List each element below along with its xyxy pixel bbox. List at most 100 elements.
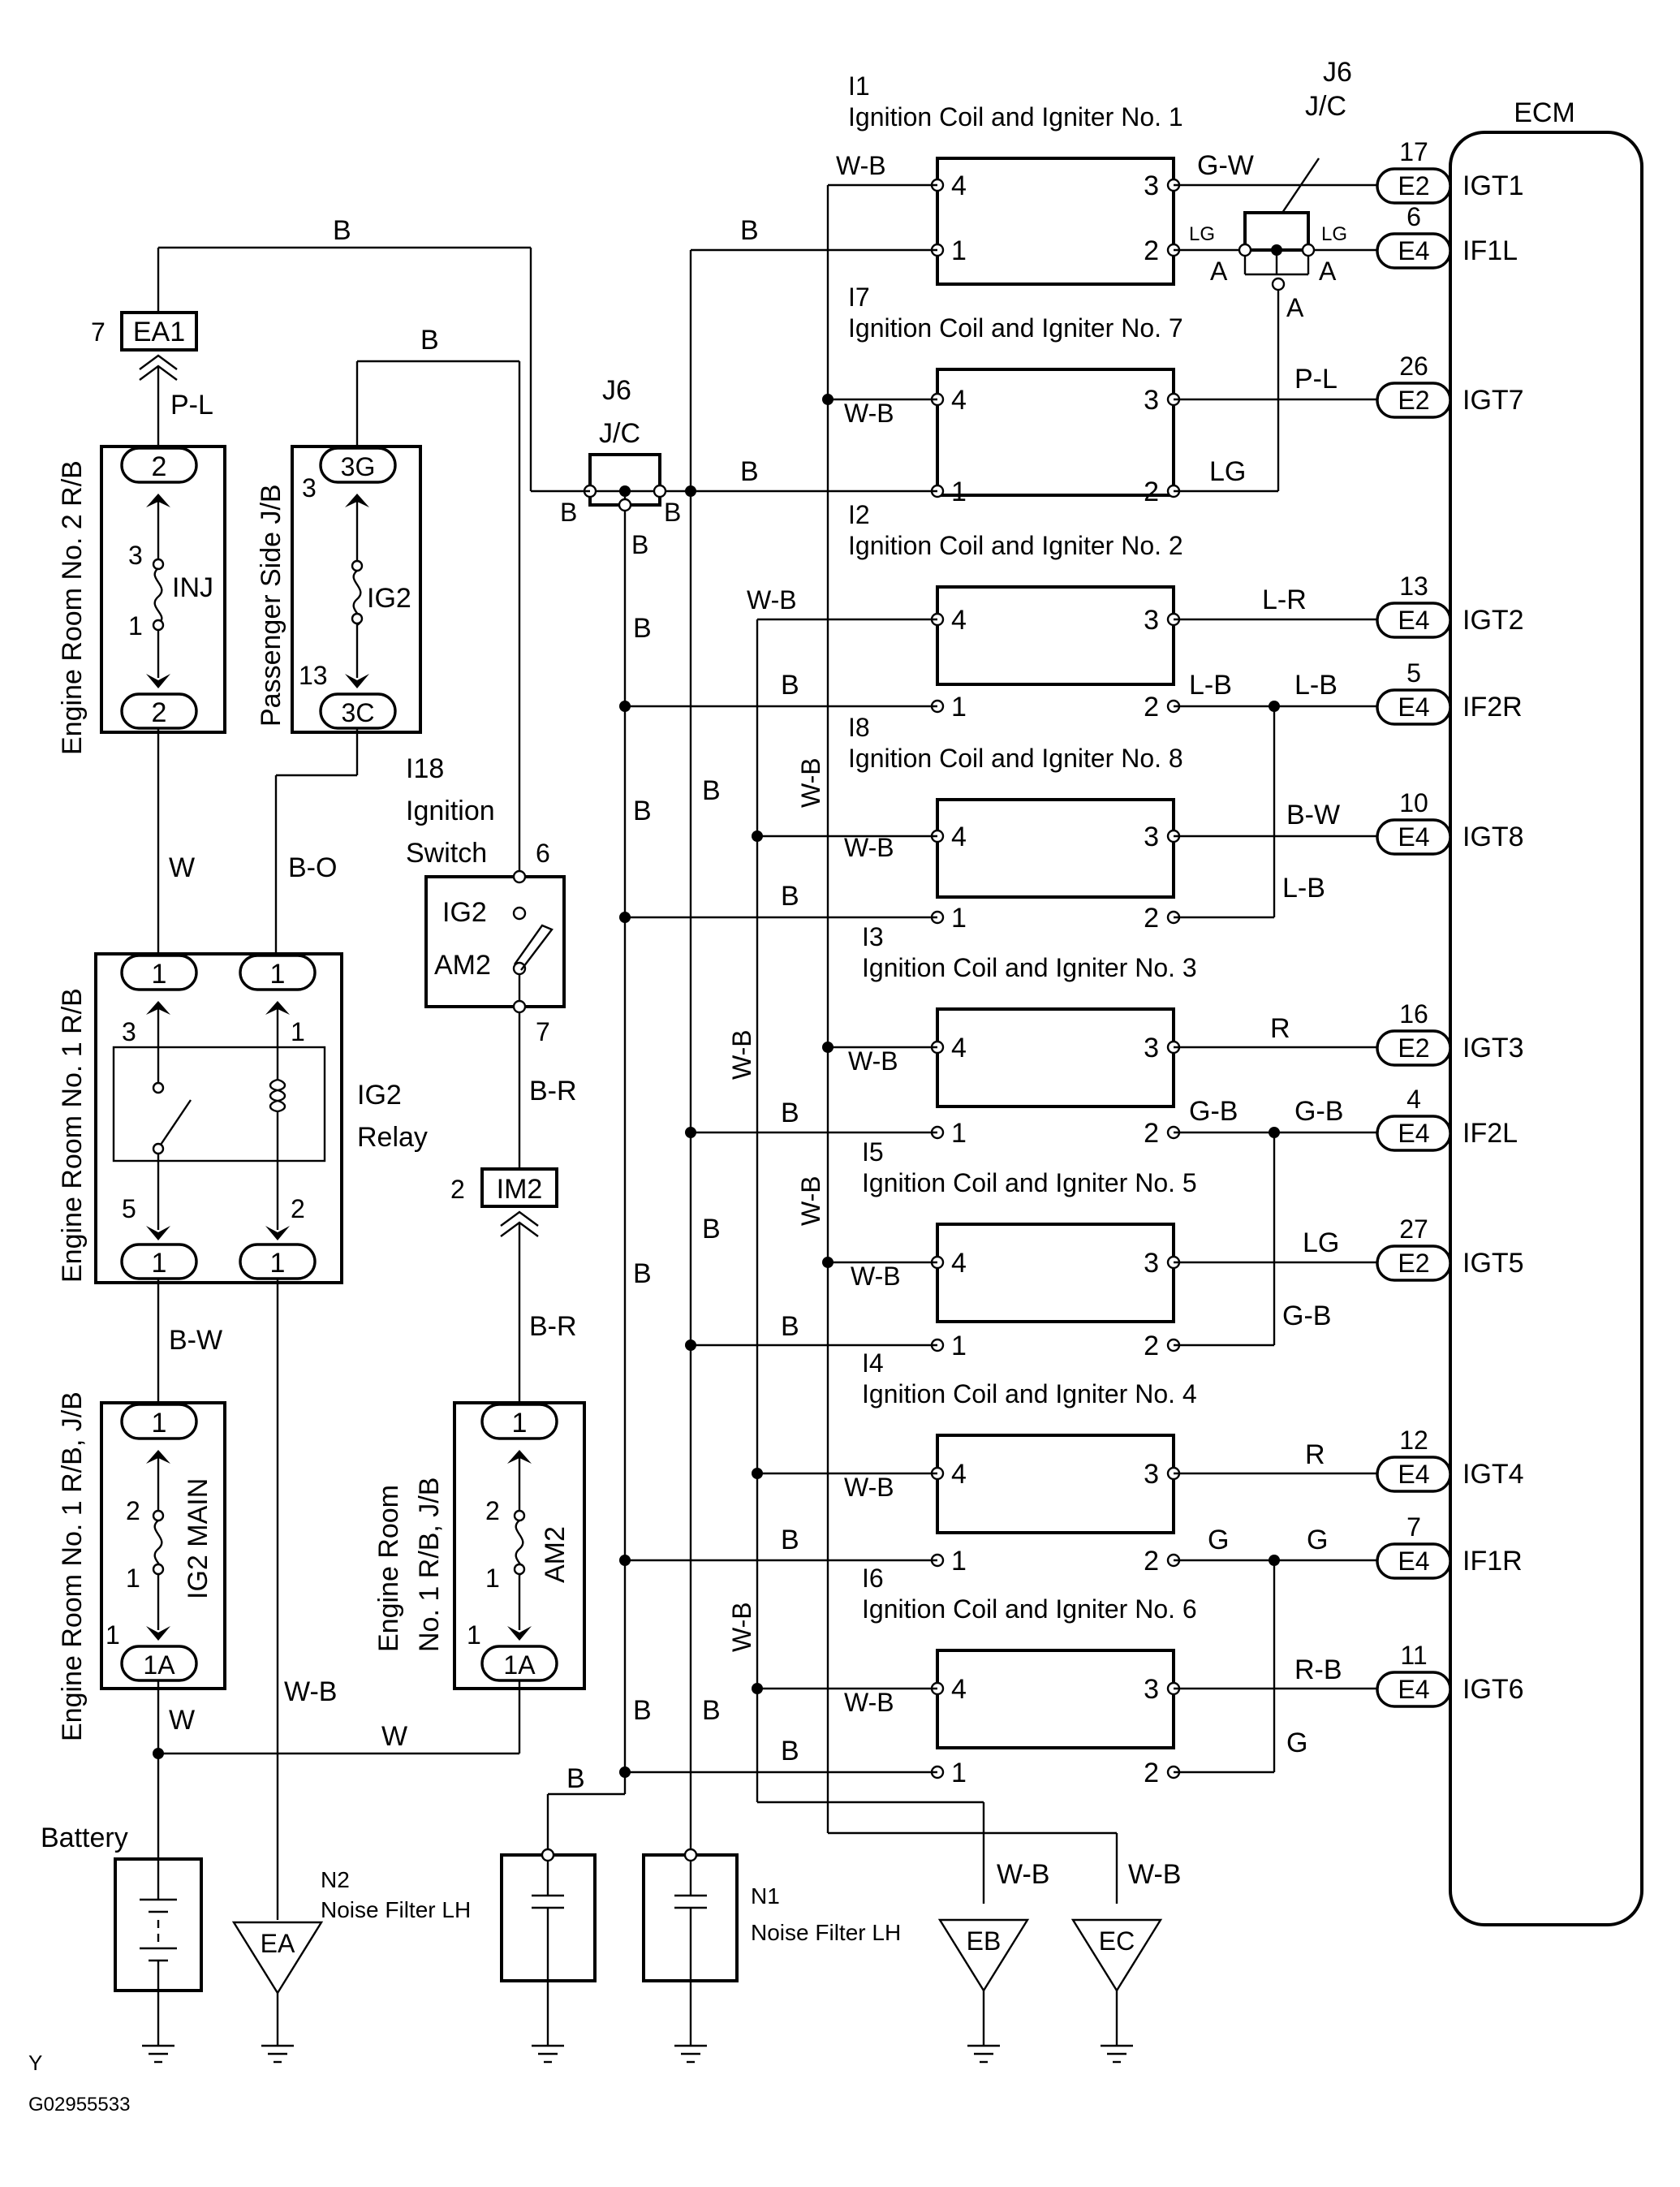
n2-name: Noise Filter LH [321,1897,471,1922]
wire-b-r-2: B-R [529,1311,577,1342]
coil-pin: 2 [1144,903,1159,934]
coil-pin: 1 [951,692,967,723]
fuse-ig2-main: IG2 MAIN [183,1478,213,1599]
wire-b-vert-2: B [633,796,652,826]
ecm-block: ECM [1449,97,1643,1926]
ecm-conn-id: E4 [1398,822,1429,852]
ecm-pin-number: 5 [1406,658,1421,688]
top-b-wire: B [157,215,590,493]
coil-pin: 4 [951,605,967,636]
coil-pin: 1 [951,903,967,934]
ecm-signal: IF2R [1462,692,1523,723]
coil-box [936,1223,1175,1323]
ecm-signal: IGT2 [1462,605,1524,636]
coil-box [936,1007,1175,1108]
wire-b-i2: B [781,670,799,701]
am2-pin-1b: 1 [467,1620,481,1650]
ig2-main-pin-1b: 1 [106,1620,120,1650]
psjb-label: Passenger Side J/B [256,484,286,727]
ecm-outline [1449,131,1643,1926]
ecm-conn-id: E4 [1398,236,1429,265]
relay-tr-pin: 1 [270,959,286,990]
ig2-main-pin-1: 1 [126,1564,140,1593]
rb1-label: Engine Room No. 1 R/B [57,988,88,1283]
wire-b-i6: B [781,1736,799,1766]
coil-id: I4 [862,1348,884,1378]
coil-box [936,368,1175,497]
wire-w-b-i5: W-B [851,1262,901,1291]
am2-pin-2: 2 [485,1496,500,1525]
coil-box [936,798,1175,899]
fuse-inj: INJ [172,572,213,603]
coil-id: I6 [862,1564,884,1593]
rb2-label: Engine Room No. 2 R/B [57,460,88,755]
wire-b-vert-4: B [633,1695,652,1726]
coil-box [936,585,1175,686]
coil-id: I7 [848,283,870,312]
coil-pin: 3 [1144,1459,1159,1490]
coil-pin: 3 [1144,822,1159,852]
coil-pin: 2 [1144,477,1159,507]
wire-labels: W-B B G-W W-B B P-L LG W-B B L-R L-B L-B… [633,150,1343,1766]
wire-w-b-i3: W-B [848,1046,898,1076]
coil-output-wires [1174,183,1377,1774]
wire-g-b-i3: G-B [1189,1096,1238,1127]
wire-lg-j6-right: LG [1321,223,1347,245]
ecm-signal: IF1L [1462,235,1518,266]
coil-pin: 4 [951,822,967,852]
ground-ec-label: EC [1099,1926,1135,1956]
rb2-top-pin: 2 [152,451,167,482]
coil-name: Ignition Coil and Igniter No. 2 [848,531,1183,560]
ign-sw-box [424,875,566,1008]
wire-r-b-i6: R-B [1294,1654,1342,1685]
coil-pin: 1 [951,235,967,266]
coil-pin: 3 [1144,385,1159,416]
ground-eb-label: EB [967,1926,1002,1956]
battery: Battery [41,1822,203,2064]
ecm-signal: IGT6 [1462,1674,1524,1705]
coil-pin: 2 [1144,1758,1159,1788]
rb2-block: 2 2 3 1 INJ Engine Room No. 2 R/B [57,445,226,755]
im2-box [480,1167,558,1208]
ign-sw-am2: AM2 [434,950,491,981]
wire-b-top2: B [420,325,439,356]
coil-pin: 2 [1144,235,1159,266]
fuse-ig2: IG2 [367,583,411,614]
coil-pin: 4 [951,385,967,416]
ecm-pin-number: 6 [1406,202,1421,231]
noise-filter-n1: N1 Noise Filter LH [642,1846,901,2064]
im2-pin: 2 [450,1175,465,1204]
wire-w-b-vert-1: W-B [796,757,825,808]
ign-sw-pin-7: 7 [536,1017,550,1046]
coil-id: I5 [862,1137,884,1167]
wire-lg-i7: LG [1209,456,1246,487]
coil-pin: 4 [951,1033,967,1063]
ecm-signal: IF1R [1462,1546,1523,1577]
ig2-main-block: 1 1A 2 1 1 IG2 MAIN Engine Room No. 1 R/… [57,1391,337,1851]
noise-filter-n2: N2 Noise Filter LH B [321,1763,597,2064]
coil-pin: 2 [1144,1118,1159,1149]
wire-w-b-eb: W-B [997,1859,1049,1890]
wire-b-top: B [333,215,351,246]
wire-w-b-i1: W-B [836,151,886,180]
coil-pin: 3 [1144,1248,1159,1279]
left-wires: W B-O [157,728,359,954]
ecm-conn-id: E4 [1398,1546,1429,1576]
ecm-signal: IGT1 [1462,170,1524,201]
ecm-conn-id: E4 [1398,1119,1429,1148]
footer-code: Y [28,2051,42,2075]
wire-l-b-i8: L-B [1282,873,1325,904]
rb2-bot-pin: 2 [152,697,167,728]
coil-box [936,157,1175,286]
coil-name: Ignition Coil and Igniter No. 8 [848,744,1183,773]
